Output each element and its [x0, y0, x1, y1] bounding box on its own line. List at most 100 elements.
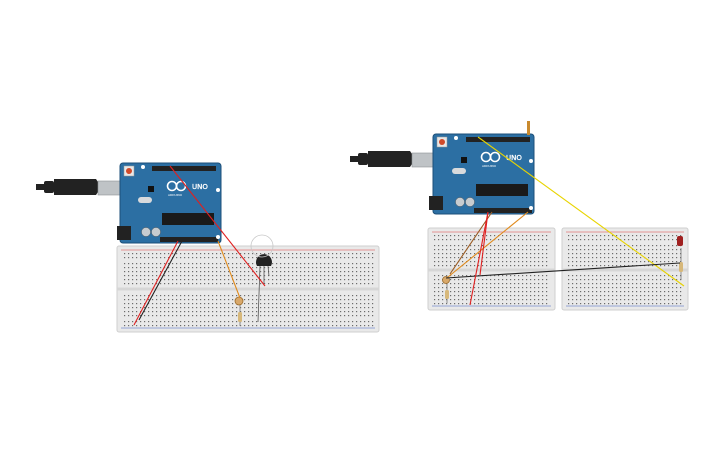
breadboard-hole: [208, 321, 210, 323]
breadboard-hole: [152, 325, 154, 327]
breadboard-hole: [208, 263, 210, 265]
breadboard-hole: [272, 307, 274, 309]
breadboard-hole: [542, 265, 544, 267]
breadboard-hole: [336, 283, 338, 285]
breadboard-hole: [434, 257, 436, 259]
breadboard-hole: [276, 315, 278, 317]
breadboard-hole: [510, 279, 512, 281]
wire-black[interactable]: [445, 262, 681, 279]
breadboard[interactable]: [116, 245, 380, 333]
wire-red[interactable]: [479, 211, 489, 276]
breadboard-hole: [470, 239, 472, 241]
breadboard-hole: [620, 283, 622, 285]
breadboard-hole: [636, 245, 638, 247]
breadboard-hole: [320, 283, 322, 285]
breadboard-hole: [458, 291, 460, 293]
breadboard-hole: [576, 275, 578, 277]
wire-red[interactable]: [169, 165, 266, 287]
breadboard-hole: [506, 303, 508, 305]
breadboard-hole: [144, 283, 146, 285]
breadboard-hole: [542, 283, 544, 285]
breadboard-hole: [252, 311, 254, 313]
breadboard-hole: [312, 257, 314, 259]
wire-yellow[interactable]: [477, 136, 685, 287]
breadboard-hole: [530, 235, 532, 237]
breadboard-hole: [296, 325, 298, 327]
breadboard-hole: [530, 253, 532, 255]
breadboard-hole: [478, 257, 480, 259]
breadboard-hole: [510, 275, 512, 277]
breadboard-hole: [264, 275, 266, 277]
breadboard-hole: [434, 279, 436, 281]
led[interactable]: [677, 236, 683, 246]
npn-transistor[interactable]: [250, 234, 274, 323]
arduino-board[interactable]: UNO ARDUINO: [429, 121, 535, 215]
breadboard-hole: [360, 295, 362, 297]
breadboard-hole: [542, 275, 544, 277]
breadboard-hole: [652, 249, 654, 251]
breadboard-hole: [192, 279, 194, 281]
breadboard-hole: [176, 253, 178, 255]
wire-red[interactable]: [469, 211, 489, 306]
breadboard-hole: [576, 265, 578, 267]
breadboard-hole: [576, 249, 578, 251]
breadboard-hole: [502, 279, 504, 281]
wire-red[interactable]: [133, 240, 179, 326]
breadboard-hole: [348, 283, 350, 285]
breadboard-hole: [200, 325, 202, 327]
breadboard-hole: [212, 275, 214, 277]
breadboard-hole: [312, 299, 314, 301]
breadboard-hole: [616, 245, 618, 247]
breadboard-hole: [300, 275, 302, 277]
breadboard-hole: [320, 315, 322, 317]
breadboard-hole: [160, 321, 162, 323]
breadboard-hole: [676, 265, 678, 267]
breadboard-hole: [224, 321, 226, 323]
breadboard-hole: [624, 299, 626, 301]
reset-button-icon[interactable]: [123, 165, 135, 177]
wire-orange[interactable]: [217, 240, 241, 299]
wire-orange[interactable]: [449, 211, 493, 275]
breadboard-hole: [620, 291, 622, 293]
breadboard-hole: [152, 271, 154, 273]
breadboard-hole: [446, 261, 448, 263]
breadboard-hole: [124, 311, 126, 313]
breadboard-hole: [132, 299, 134, 301]
breadboard-hole: [284, 315, 286, 317]
breadboard-hole: [664, 249, 666, 251]
breadboard-hole: [360, 283, 362, 285]
breadboard-right[interactable]: [561, 227, 689, 311]
breadboard-hole: [596, 245, 598, 247]
breadboard-hole: [296, 303, 298, 305]
breadboard-hole: [588, 299, 590, 301]
breadboard-hole: [328, 275, 330, 277]
photoresistor[interactable]: [234, 296, 244, 306]
resistor[interactable]: [238, 305, 242, 326]
breadboard-hole: [676, 295, 678, 297]
breadboard-hole: [474, 235, 476, 237]
usb-cable-icon[interactable]: [350, 151, 437, 168]
breadboard-hole: [648, 261, 650, 263]
breadboard-hole: [530, 245, 532, 247]
resistor[interactable]: [445, 284, 449, 303]
wire-orange[interactable]: [447, 211, 529, 278]
breadboard-hole: [372, 321, 374, 323]
breadboard-hole: [316, 275, 318, 277]
wire-black[interactable]: [138, 240, 183, 321]
breadboard-hole: [478, 299, 480, 301]
reset-button-icon[interactable]: [436, 136, 448, 148]
breadboard-hole: [600, 235, 602, 237]
resistor[interactable]: [679, 248, 683, 280]
breadboard-hole: [644, 291, 646, 293]
breadboard-left[interactable]: [427, 227, 556, 311]
arduino-board[interactable]: UNO ARDUINO: [117, 162, 222, 244]
breadboard-hole: [620, 245, 622, 247]
breadboard-hole: [442, 283, 444, 285]
breadboard-hole: [600, 265, 602, 267]
breadboard-hole: [136, 295, 138, 297]
usb-cable-icon[interactable]: [36, 179, 123, 196]
breadboard-hole: [600, 283, 602, 285]
breadboard-hole: [148, 267, 150, 269]
breadboard-hole: [506, 283, 508, 285]
breadboard-hole: [628, 291, 630, 293]
